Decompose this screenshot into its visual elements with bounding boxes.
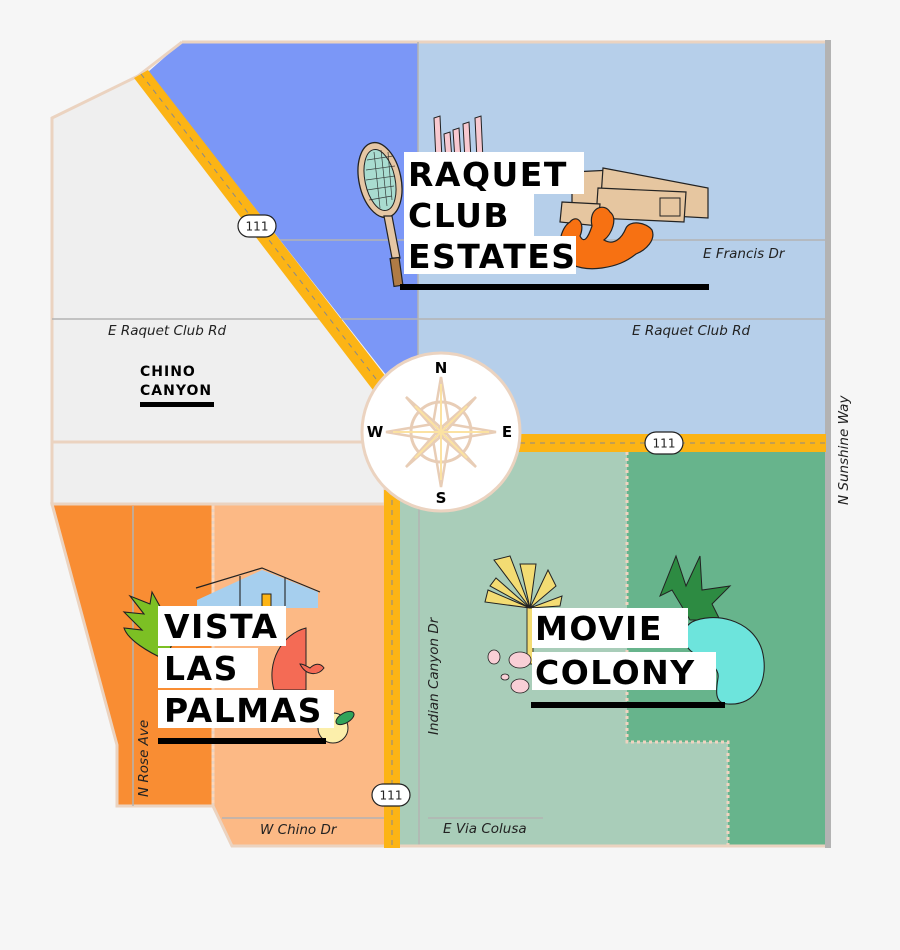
street-label-e-raquet-club-rd-east: E Raquet Club Rd [632, 323, 750, 339]
svg-text:CANYON: CANYON [140, 383, 212, 399]
cactus-icon [559, 206, 654, 270]
neighborhood-label-vista-las-palmas[interactable]: VISTA LAS PALMAS [158, 606, 334, 744]
fan-palm-icon [484, 555, 563, 665]
highway-shield: 111 [237, 214, 277, 238]
house-icon [195, 567, 321, 609]
svg-text:CHINO: CHINO [140, 364, 196, 380]
highway-shield: 111 [371, 783, 411, 807]
pink-stones-icon [487, 649, 532, 694]
svg-text:111: 111 [653, 437, 676, 451]
compass-rose-icon: N E S W [360, 351, 522, 513]
street-label-e-via-colusa: E Via Colusa [443, 821, 527, 837]
n-sunshine-way-road [825, 40, 831, 848]
neighborhood-label-movie-colony[interactable]: MOVIE COLONY [531, 608, 725, 708]
pool-icon [683, 617, 765, 705]
street-label-e-raquet-club-rd-west: E Raquet Club Rd [108, 323, 226, 339]
svg-text:LAS: LAS [164, 649, 239, 688]
palm-fronds-icon [433, 115, 484, 161]
street-label-n-rose-ave: N Rose Ave [136, 720, 152, 797]
svg-text:PALMAS: PALMAS [164, 691, 323, 730]
svg-text:111: 111 [246, 220, 269, 234]
tennis-racket-icon [357, 141, 404, 288]
watermelon-icon [271, 627, 325, 691]
street-label-n-sunshine-way: N Sunshine Way [836, 395, 852, 505]
compass-east: E [502, 423, 512, 441]
svg-text:CLUB: CLUB [408, 196, 510, 235]
svg-text:111: 111 [380, 789, 403, 803]
compass-north: N [435, 359, 448, 377]
compass-south: S [436, 489, 447, 507]
neighborhood-label-chino-canyon[interactable]: CHINO CANYON [140, 364, 214, 407]
svg-text:RAQUET: RAQUET [408, 155, 568, 194]
highway-shield: 111 [644, 431, 684, 455]
palm-tree-icon [659, 554, 732, 621]
neighborhood-label-raquet-club-estates[interactable]: RAQUET CLUB ESTATES [400, 152, 709, 290]
street-label-w-chino-dr: W Chino Dr [260, 822, 338, 838]
svg-text:ESTATES: ESTATES [408, 237, 577, 276]
tickets-icon [559, 167, 709, 227]
street-label-e-francis-dr: E Francis Dr [703, 246, 786, 262]
svg-text:VISTA: VISTA [164, 607, 279, 646]
street-label-indian-canyon-dr: Indian Canyon Dr [426, 616, 442, 735]
compass-west: W [367, 423, 384, 441]
svg-text:MOVIE: MOVIE [535, 609, 663, 648]
svg-text:COLONY: COLONY [535, 653, 696, 692]
